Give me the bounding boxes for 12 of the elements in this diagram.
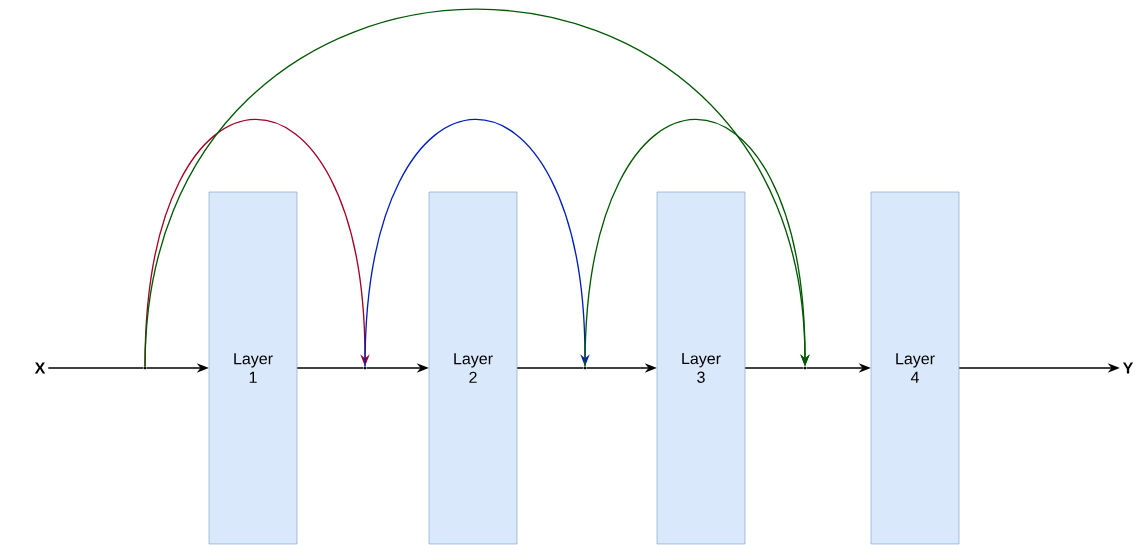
- layer-box: Layer 1: [208, 191, 298, 545]
- junction-point: [583, 366, 587, 370]
- junction-point: [803, 366, 807, 370]
- layer-box: Layer 4: [870, 191, 960, 545]
- junction-point: [143, 366, 147, 370]
- junction-point: [363, 366, 367, 370]
- label-text: X: [34, 362, 46, 374]
- skip-arrow: [364, 118, 590, 368]
- layer-box: Layer 2: [428, 191, 518, 545]
- layer-box: Layer 3: [656, 191, 746, 545]
- skip-arrow: [144, 8, 810, 368]
- label-text: Y: [1122, 362, 1134, 374]
